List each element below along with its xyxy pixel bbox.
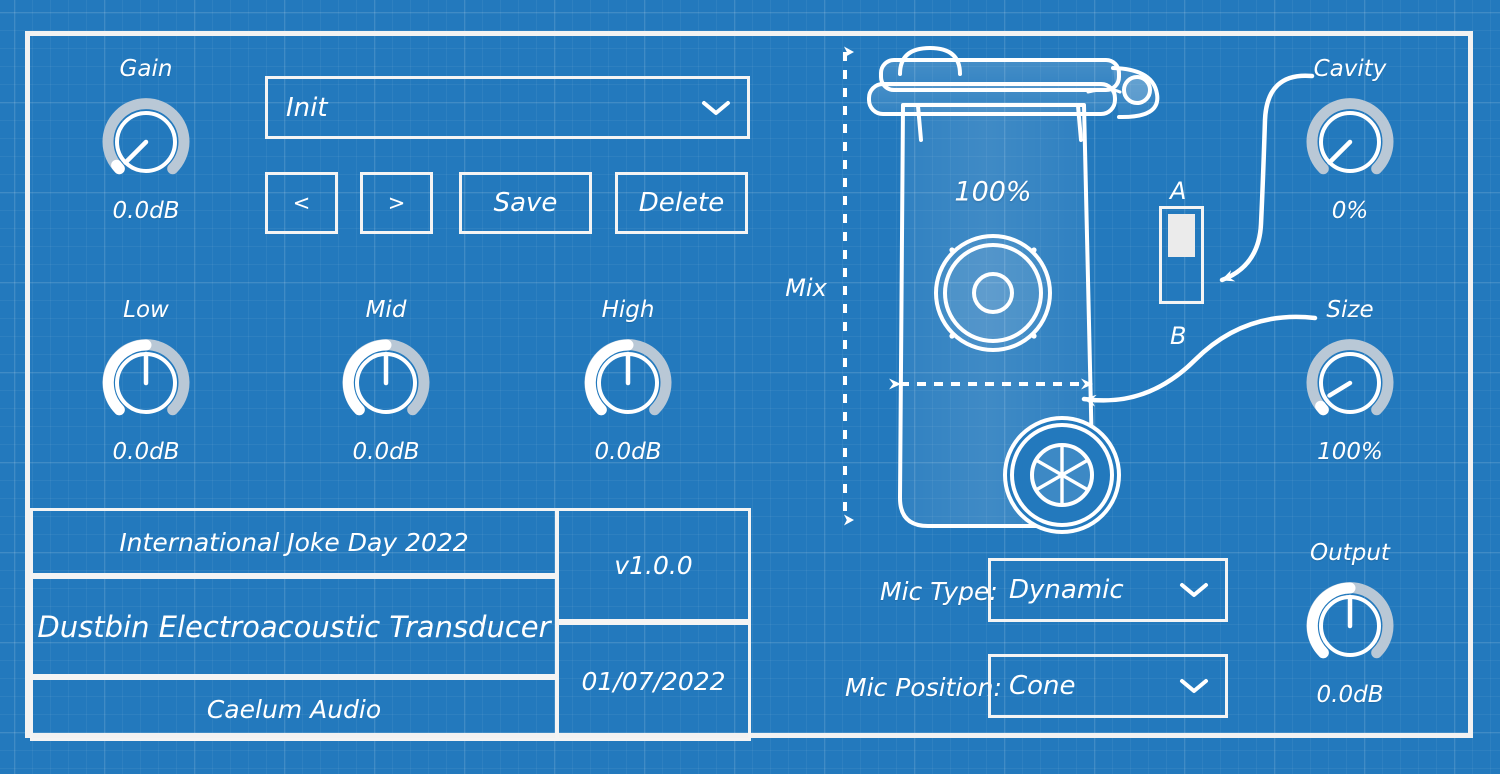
info-plugin-name: Dustbin Electroacoustic Transducer — [37, 609, 551, 644]
cavity-knob-dial[interactable] — [1302, 94, 1398, 190]
size-pointer-icon — [1081, 314, 1318, 407]
preset-next-label: > — [387, 191, 406, 215]
info-version: v1.0.0 — [614, 550, 693, 580]
ab-label-a: A — [1170, 177, 1187, 205]
size-knob-dial[interactable] — [1302, 335, 1398, 431]
ab-switch-thumb[interactable] — [1168, 214, 1195, 257]
size-value: 100% — [1317, 439, 1383, 465]
mic-position-label: Mic Position: — [845, 673, 1002, 702]
info-vendor-cell: Caelum Audio — [30, 677, 558, 741]
preset-dropdown[interactable]: Init — [265, 76, 750, 139]
info-version-cell: v1.0.0 — [556, 508, 751, 622]
high-knob[interactable]: High 0.0dB — [580, 297, 676, 465]
low-knob-dial[interactable] — [98, 335, 194, 431]
mix-label: Mix — [785, 274, 827, 302]
low-value: 0.0dB — [112, 439, 180, 465]
mid-knob-dial[interactable] — [338, 335, 434, 431]
ab-switch[interactable] — [1159, 206, 1204, 304]
mix-percent-readout: 100% — [954, 176, 1032, 208]
high-knob-dial[interactable] — [580, 335, 676, 431]
info-date: 01/07/2022 — [581, 667, 726, 696]
size-knob[interactable]: Size 100% — [1302, 297, 1398, 465]
preset-name: Init — [286, 92, 328, 123]
preset-delete-label: Delete — [638, 188, 725, 218]
output-knob[interactable]: Output 0.0dB — [1302, 540, 1398, 708]
mid-label: Mid — [365, 297, 407, 323]
low-knob[interactable]: Low 0.0dB — [98, 297, 194, 465]
wheel-icon — [1003, 416, 1121, 534]
gain-label: Gain — [119, 56, 173, 82]
mic-type-value: Dynamic — [1009, 575, 1124, 605]
preset-prev-label: < — [292, 191, 311, 215]
mid-knob[interactable]: Mid 0.0dB — [338, 297, 434, 465]
gain-value: 0.0dB — [112, 198, 180, 224]
wheelie-bin-icon — [867, 46, 1160, 528]
preset-prev-button[interactable]: < — [265, 172, 338, 234]
cavity-knob[interactable]: Cavity 0% — [1302, 56, 1398, 224]
preset-delete-button[interactable]: Delete — [615, 172, 748, 234]
output-knob-dial[interactable] — [1302, 578, 1398, 674]
gain-knob[interactable]: Gain 0.0dB — [98, 56, 194, 224]
size-label: Size — [1326, 297, 1374, 323]
mid-value: 0.0dB — [352, 439, 420, 465]
chevron-down-icon — [701, 99, 731, 117]
chevron-down-icon — [1179, 677, 1209, 695]
mic-type-dropdown[interactable]: Dynamic — [988, 558, 1228, 622]
info-vendor: Caelum Audio — [206, 694, 382, 724]
output-value: 0.0dB — [1316, 682, 1384, 708]
ab-label-b: B — [1170, 322, 1187, 350]
speaker-cone-icon — [934, 234, 1052, 352]
high-value: 0.0dB — [594, 439, 662, 465]
info-occasion-cell: International Joke Day 2022 — [30, 508, 558, 576]
high-label: High — [601, 297, 655, 323]
preset-next-button[interactable]: > — [360, 172, 433, 234]
gain-knob-dial[interactable] — [98, 94, 194, 190]
cavity-value: 0% — [1331, 198, 1369, 224]
info-occasion: International Joke Day 2022 — [119, 527, 469, 557]
preset-save-label: Save — [493, 188, 558, 218]
low-label: Low — [123, 297, 169, 323]
cavity-label: Cavity — [1313, 56, 1387, 82]
output-label: Output — [1310, 540, 1390, 566]
info-date-cell: 01/07/2022 — [556, 622, 751, 741]
mic-position-dropdown[interactable]: Cone — [988, 654, 1228, 718]
info-plugin-name-cell: Dustbin Electroacoustic Transducer — [30, 576, 558, 677]
cavity-pointer-icon — [1219, 73, 1315, 283]
preset-save-button[interactable]: Save — [459, 172, 592, 234]
mic-position-value: Cone — [1009, 671, 1076, 701]
chevron-down-icon — [1179, 581, 1209, 599]
mic-type-label: Mic Type: — [880, 577, 998, 606]
